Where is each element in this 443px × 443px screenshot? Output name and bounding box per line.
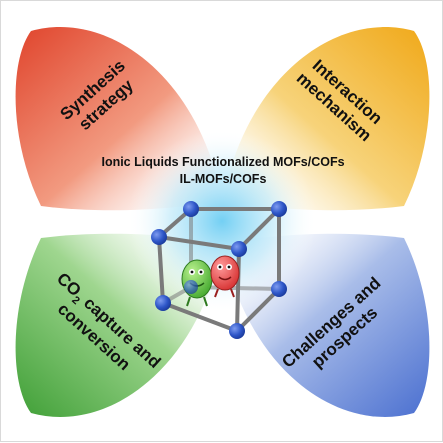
node [155, 295, 171, 311]
node [183, 201, 199, 217]
cube-nodes [151, 201, 287, 339]
center-glow [127, 129, 317, 313]
red-molecule [210, 255, 240, 298]
node [151, 229, 167, 245]
node [184, 280, 198, 294]
node [229, 323, 245, 339]
node [231, 241, 247, 257]
center-subtitle: IL-MOFs/COFs [180, 172, 267, 186]
node [271, 201, 287, 217]
center-title: Ionic Liquids Functionalized MOFs/COFs [101, 155, 344, 169]
node [271, 281, 287, 297]
